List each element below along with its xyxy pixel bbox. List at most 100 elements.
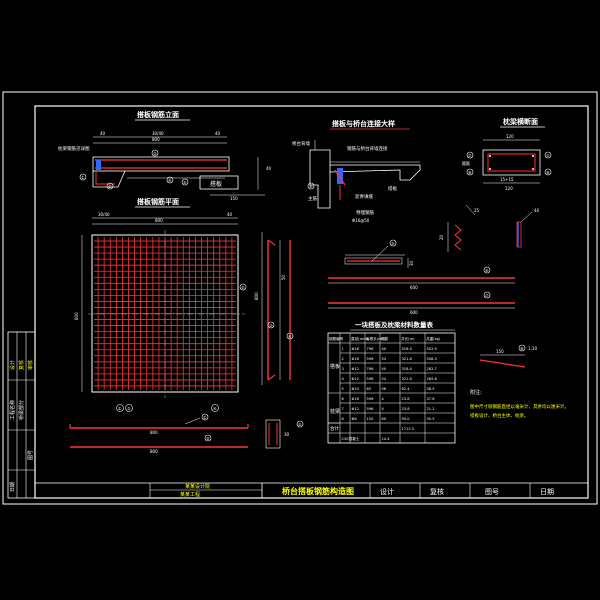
table-cell: 285.8 — [427, 377, 438, 381]
marker-bar-5: ⑤ — [391, 241, 395, 246]
table-cell: 62.4 — [402, 387, 411, 391]
plan-view: 搭板钢筋平面 30/40 800 40 600 ① ② ④ ⑤ — [74, 197, 247, 412]
table-header: 共长(m) — [401, 336, 415, 341]
marker-elev-4: ④ — [168, 178, 172, 183]
table-cell: 40 — [382, 347, 387, 351]
table-cell: 4 — [382, 407, 385, 411]
marker-plan-4: ⑤ — [241, 285, 245, 290]
elev-slab-label: 搭板 — [210, 180, 222, 188]
beam-section-title: 枕梁横断面 — [503, 117, 538, 126]
table-cell: 596 — [367, 357, 375, 361]
dim-plan-4: 600 — [74, 312, 79, 320]
dim-plan-1: 30/40 — [98, 212, 110, 217]
drawing-no-cell: 图号 — [485, 488, 499, 496]
dim-vbar-1: 800 — [254, 292, 259, 300]
detail-back-wall: 桥台背墙 — [292, 140, 310, 147]
dim-beam-3: 120 — [505, 186, 513, 191]
dim-beam-2: 15+15 — [500, 177, 514, 182]
table-cell: Φ16 — [352, 397, 360, 401]
note-title: 附注: — [470, 389, 482, 396]
company-name: 某某设计院 — [185, 483, 210, 490]
elev-note: 枕梁钢筋见详图 — [58, 145, 90, 152]
marker-hbar-1: ① — [203, 415, 207, 420]
detail-anchor: 预埋钢筋 — [356, 209, 374, 216]
table-cell: 65 — [367, 387, 372, 391]
left-title-strip: 设计 复核 审核 工程名称 桥梁部分 图号 日期 — [7, 331, 36, 499]
table-cell: 282.7 — [427, 367, 437, 371]
marker-elev-5: ⑤ — [183, 180, 187, 185]
table-header: 每根长(cm) — [366, 336, 386, 341]
table-cell: 1 — [342, 347, 344, 351]
marker-beam-3: ⑧ — [546, 170, 550, 175]
reviewer-cell: 复核 — [430, 487, 444, 496]
table-cell: 23.8 — [402, 407, 411, 411]
table-cell: 54 — [382, 357, 387, 361]
table-cell: 2 — [342, 357, 344, 361]
horizontal-bar-details: 800 800 ① ② 30 ⑤ — [69, 413, 304, 454]
table-cell: 8 — [342, 417, 345, 421]
marker-elev-1: ① — [81, 175, 85, 180]
side-label-5: 桥梁部分 — [18, 400, 25, 420]
bar-shapes: ⑤ 30 600 ⑥ 600 ⑦ — [328, 239, 515, 315]
marker-beam-1: ⑦ — [468, 153, 472, 158]
table-cell: 596 — [367, 407, 375, 411]
plan-title: 搭板钢筋平面 — [137, 197, 179, 206]
dim-slope-2: 1:10 — [528, 346, 537, 351]
dim-elev-6: 150 — [230, 196, 238, 201]
table-cell: 150 — [367, 417, 375, 421]
title-block: 某某设计院 某某工程 桥台搭板钢筋构造图 设计 复核 图号 日期 — [35, 482, 588, 498]
dim-elev-4: 800 — [152, 137, 160, 142]
table-cell: 37.6 — [427, 397, 436, 401]
table-cell: Φ16 — [352, 347, 360, 351]
table-cell: Φ12 — [352, 377, 359, 381]
marker-bar-6: ⑥ — [485, 268, 489, 273]
table-cell: 318.4 — [402, 347, 413, 351]
table-cell: 21.2 — [427, 407, 435, 411]
dim-bar-7: 600 — [410, 310, 418, 315]
table-cell: 321.8 — [402, 377, 413, 381]
table-cell: 502.9 — [427, 347, 438, 351]
table-cell: 4 — [342, 377, 345, 381]
outer-frame — [2, 91, 598, 505]
beam-stirrup-label: 25 — [474, 208, 480, 213]
dim-bar-5: 30 — [409, 260, 414, 266]
dim-elev-5: 40 — [266, 166, 272, 171]
detail-slab: 搭板 — [388, 185, 397, 192]
table-grid — [327, 332, 456, 444]
table-cell: 4 — [382, 397, 385, 401]
detail-main: 主筋 — [308, 195, 317, 202]
designer-cell: 设计 — [380, 487, 394, 496]
table-cell: Φ12 — [352, 367, 359, 371]
notes: 附注: 图中尺寸除钢筋直径以毫米计，其余均以厘米计。 搭板设计、桥台主体、枕梁。 — [470, 389, 569, 419]
table-cell: 3 — [342, 367, 344, 371]
marker-beam-4: ⑧ — [468, 170, 472, 175]
table-cell: 318.4 — [402, 367, 413, 371]
table-cell: 5 — [342, 387, 344, 391]
table-header: 直径(mm) — [351, 336, 369, 341]
table-cell: 7 — [342, 407, 344, 411]
sleeper-beam-section: 枕梁横断面 120 箍筋 15+15 120 ⑦ ⑦ ⑧ ⑧ 20 25 40 — [439, 117, 552, 252]
marker-bar-7: ⑦ — [485, 293, 489, 298]
dim-elev-3: 40 — [215, 131, 221, 136]
table-cell: 35.5 — [427, 417, 435, 421]
side-label-2: 复核 — [18, 360, 25, 370]
table-header: 共重(kg) — [426, 336, 441, 341]
table-cell: 54 — [382, 377, 387, 381]
inner-frame — [34, 105, 589, 499]
marker-vbar-2: ④ — [288, 334, 292, 339]
side-label-7: 日期 — [10, 482, 16, 492]
elevation-title: 搭板钢筋立面 — [137, 110, 179, 119]
detail-dowel: 钢筋与桥台背墙连接 — [347, 145, 388, 152]
side-label-3: 审核 — [27, 360, 34, 370]
project-name: 某某工程 — [180, 491, 200, 498]
marker-plan-2: ② — [127, 406, 131, 411]
table-cell: 40 — [382, 367, 387, 371]
dim-beam-1: 120 — [506, 134, 514, 139]
side-label-4: 工程名称 — [9, 400, 16, 420]
table-cell: 90.0 — [402, 417, 411, 421]
dim-vbar-2: 50 — [281, 274, 286, 280]
table-header: 根数 — [381, 336, 389, 341]
table-cell: 596 — [367, 397, 375, 401]
date-cell: 日期 — [540, 488, 554, 496]
